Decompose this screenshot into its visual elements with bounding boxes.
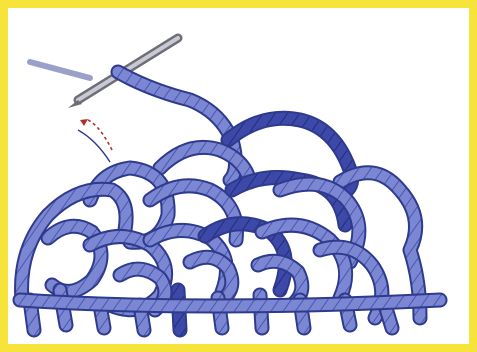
base-row xyxy=(20,300,440,306)
